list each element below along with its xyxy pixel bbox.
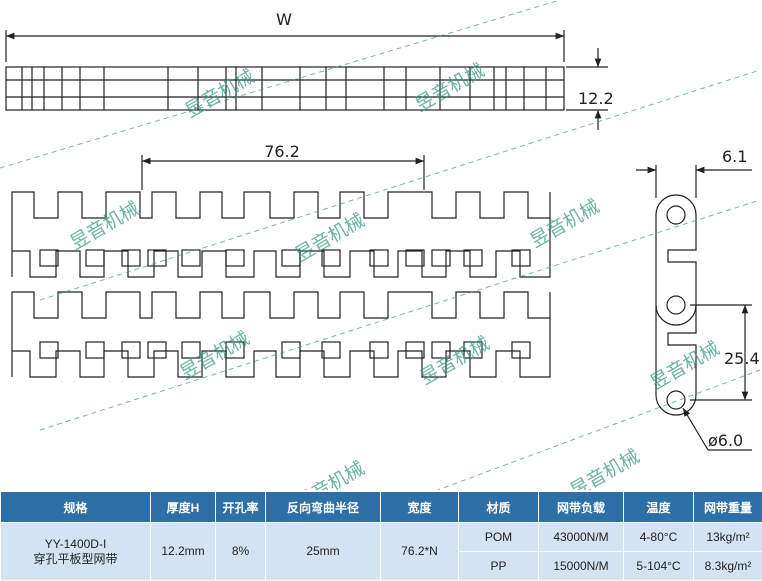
- header-material: 材质: [459, 492, 539, 523]
- module-hole: [406, 342, 424, 358]
- header-open-area: 开孔率: [216, 492, 266, 523]
- watermark-text-8: 昱音机械: [647, 337, 724, 394]
- thickness-label: 12.2: [578, 89, 614, 108]
- spec-model: YY-1400D-I: [1, 537, 150, 552]
- weight-cell: 8.3kg/m²: [694, 552, 762, 581]
- watermark-text-10: 昱音机械: [567, 445, 644, 490]
- pin-hole-1: [667, 206, 685, 224]
- watermark-text-5: 昱音机械: [527, 195, 604, 252]
- header-thickness: 厚度H: [151, 492, 216, 523]
- module-hole: [122, 250, 140, 266]
- load-cell: 43000N/M: [539, 523, 624, 552]
- module-hole: [432, 250, 450, 266]
- pin-hole-3: [667, 391, 685, 409]
- module-hole: [370, 250, 388, 266]
- pitch-label: 76.2: [264, 142, 300, 161]
- side-width-label: 6.1: [722, 147, 747, 166]
- thickness-cell: 12.2mm: [151, 523, 216, 581]
- spec-table: 规格 厚度H 开孔率 反向弯曲半径 宽度 材质 网带负载 温度 网带重量 YY-…: [0, 491, 762, 581]
- watermark-text-9: 昱音机械: [292, 457, 369, 490]
- module-hole: [122, 342, 140, 358]
- width-label: W: [276, 10, 292, 29]
- module-hole: [148, 342, 166, 358]
- table-row: YY-1400D-I 穿孔平板型网带 12.2mm 8% 25mm 76.2*N…: [1, 523, 762, 552]
- watermark-layer: 昱音机械 昱音机械 昱音机械 昱音机械 昱音机械 昱音机械 昱音机械 昱音机械 …: [0, 0, 760, 490]
- back-flex-radius-cell: 25mm: [266, 523, 381, 581]
- module-hole: [464, 250, 482, 266]
- watermark-text-2: 昱音机械: [412, 59, 489, 116]
- module-hole: [182, 250, 200, 266]
- open-area-cell: 8%: [216, 523, 266, 581]
- module-hole: [512, 250, 530, 266]
- header-back-flex-radius: 反向弯曲半径: [266, 492, 381, 523]
- module-hole: [512, 342, 530, 358]
- watermark-text-1: 昱音机械: [182, 65, 259, 122]
- watermark-text-7: 昱音机械: [417, 332, 494, 389]
- module-hole: [40, 250, 58, 266]
- weight-cell: 13kg/m²: [694, 523, 762, 552]
- module-hole: [148, 250, 166, 266]
- material-cell: PP: [459, 552, 539, 581]
- spec-cell: YY-1400D-I 穿孔平板型网带: [1, 523, 151, 581]
- material-cell: POM: [459, 523, 539, 552]
- belt-drawing: W 12.2 76.2 6.1 25.4 ø6.0: [0, 0, 762, 490]
- spec-description: 穿孔平板型网带: [1, 552, 150, 567]
- header-width: 宽度: [381, 492, 459, 523]
- module-hole: [406, 250, 424, 266]
- pin-hole-2: [667, 296, 685, 314]
- temperature-cell: 5-104°C: [624, 552, 694, 581]
- module-hole: [226, 250, 244, 266]
- module-hole: [40, 342, 58, 358]
- watermark-text-6: 昱音机械: [177, 327, 254, 384]
- header-load: 网带负载: [539, 492, 624, 523]
- header-temperature: 温度: [624, 492, 694, 523]
- module-hole: [86, 342, 104, 358]
- top-view: [6, 30, 608, 130]
- header-spec: 规格: [1, 492, 151, 523]
- module-hole: [86, 250, 104, 266]
- hole-diameter-label: ø6.0: [708, 431, 743, 450]
- load-cell: 15000N/M: [539, 552, 624, 581]
- width-cell: 76.2*N: [381, 523, 459, 581]
- watermark-text-3: 昱音机械: [67, 197, 144, 254]
- module-hole: [322, 342, 340, 358]
- table-header-row: 规格 厚度H 开孔率 反向弯曲半径 宽度 材质 网带负载 温度 网带重量: [1, 492, 762, 523]
- side-pitch-label: 25.4: [724, 349, 760, 368]
- header-weight: 网带重量: [694, 492, 762, 523]
- module-hole: [370, 342, 388, 358]
- temperature-cell: 4-80°C: [624, 523, 694, 552]
